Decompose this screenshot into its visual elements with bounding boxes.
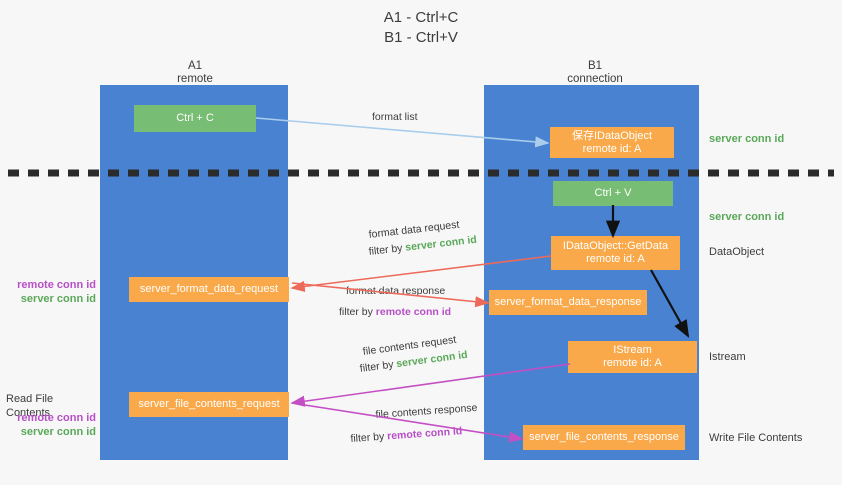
lane-header-a1-role: remote (177, 73, 213, 85)
annotation-remote-conn-id-2: remote conn id (17, 412, 96, 424)
label-format-data-response-filter-value: remote conn id (375, 306, 452, 318)
arrow-format-data-response (291, 282, 490, 308)
annotation-read-file-contents: Read File Contents (6, 393, 54, 419)
arrow-file-contents-response (291, 402, 524, 443)
box-ctrl-c[interactable]: Ctrl + C (134, 105, 256, 132)
label-format-data-response: format data response (346, 285, 446, 297)
annotation-write-file-contents: Write File Contents (709, 432, 803, 444)
box-save-idataobject[interactable]: 保存IDataObject remote id: A (550, 127, 674, 158)
box-server-format-data-request-label: server_format_data_request (139, 283, 279, 295)
box-server-file-contents-response-label: server_file_contents_response (529, 431, 679, 443)
box-getdata[interactable]: IDataObject::GetData remote id: A (551, 236, 680, 270)
diagram-title: A1 - Ctrl+C B1 - Ctrl+V (0, 8, 842, 48)
lane-header-a1: A1 remote (125, 60, 265, 86)
box-server-format-data-request[interactable]: server_format_data_request (129, 277, 289, 302)
annotation-server-conn-id-top: server conn id (709, 133, 785, 145)
lane-header-b1-name: B1 (587, 60, 603, 72)
box-ctrl-c-label: Ctrl + C (176, 112, 214, 124)
box-server-file-contents-request[interactable]: server_file_contents_request (129, 392, 289, 417)
lane-header-b1: B1 connection (525, 60, 665, 86)
annotation-group-left-2: remote conn id server conn id (0, 411, 96, 439)
annotation-group-left-1: remote conn id server conn id (0, 278, 96, 306)
label-format-data-response-filter-prefix: filter by (339, 306, 376, 318)
arrow-file-contents-request (290, 363, 571, 407)
lane-header-a1-name: A1 (187, 60, 203, 72)
arrow-format-list (255, 117, 550, 148)
lane-header-b1-role: connection (567, 73, 623, 85)
annotation-server-conn-id-mid: server conn id (709, 211, 785, 223)
arrow-format-data-request (290, 255, 552, 292)
box-getdata-line2: remote id: A (586, 253, 645, 265)
annotation-remote-conn-id-1: remote conn id (17, 279, 96, 291)
box-ctrl-v-label: Ctrl + V (594, 187, 632, 199)
arrow-getdata-to-istream (650, 269, 690, 338)
box-ctrl-v[interactable]: Ctrl + V (553, 181, 673, 206)
box-save-idataobject-line1: 保存IDataObject (571, 129, 653, 142)
title-line-2: B1 - Ctrl+V (384, 29, 458, 46)
box-server-format-data-response[interactable]: server_format_data_response (489, 290, 647, 315)
box-server-file-contents-response[interactable]: server_file_contents_response (523, 425, 685, 450)
box-getdata-line1: IDataObject::GetData (562, 240, 669, 252)
box-server-format-data-response-label: server_format_data_response (494, 296, 642, 308)
label-format-data-response-filter: filter by remote conn id (339, 305, 451, 319)
box-istream-line1: IStream (613, 344, 652, 356)
annotation-dataobject: DataObject (709, 246, 765, 258)
title-line-1: A1 - Ctrl+C (383, 9, 459, 26)
annotation-server-conn-id-2: server conn id (20, 426, 96, 438)
box-istream[interactable]: IStream remote id: A (568, 341, 697, 373)
box-istream-line2: remote id: A (603, 357, 662, 369)
label-format-list: format list (372, 111, 418, 123)
box-server-file-contents-request-label: server_file_contents_request (138, 398, 280, 410)
box-save-idataobject-line2: remote id: A (582, 142, 642, 155)
annotation-istream: Istream (709, 351, 746, 363)
annotation-server-conn-id-1: server conn id (20, 293, 96, 305)
